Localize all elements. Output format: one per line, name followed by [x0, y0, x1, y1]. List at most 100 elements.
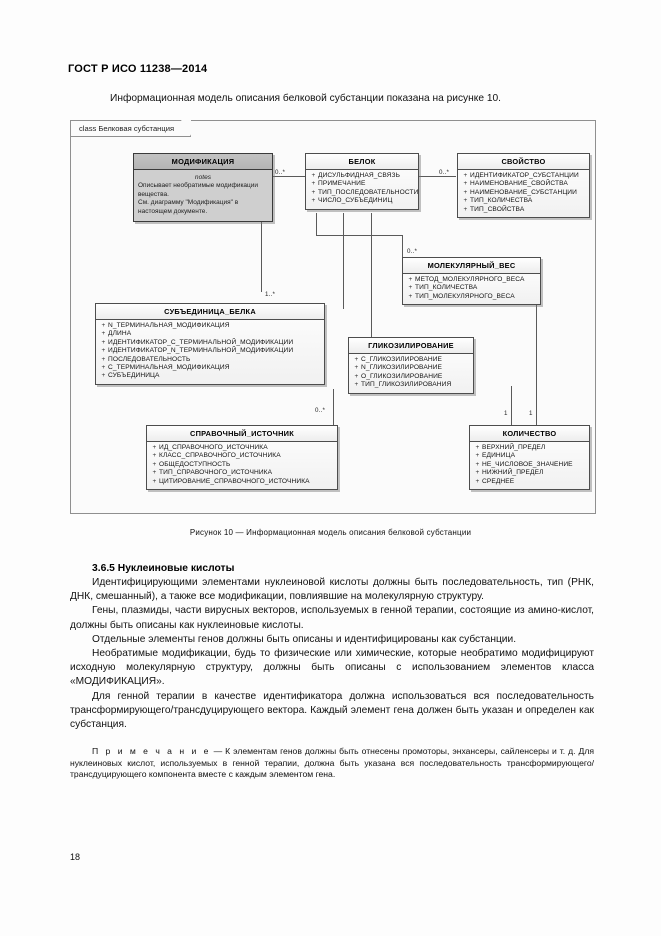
uml-class-attributes: +МЕТОД_МОЛЕКУЛЯРНОГО_ВЕСА +ТИП_КОЛИЧЕСТВ… [403, 274, 540, 305]
intro-paragraph: Информационная модель описания белковой … [110, 93, 501, 104]
attribute-label: ТИП_ПОСЛЕДОВАТЕЛЬНОСТИ [318, 188, 419, 196]
uml-attribute: +МЕТОД_МОЛЕКУЛЯРНОГО_ВЕСА [406, 276, 538, 284]
attribute-label: N_ТЕРМИНАЛЬНАЯ_МОДИФИКАЦИЯ [108, 322, 230, 329]
visibility-marker: + [354, 381, 359, 389]
attribute-label: НАИМЕНОВАНИЕ_СВОЙСТВА [470, 180, 568, 188]
multiplicity-protein-subunit: 1..* [265, 291, 276, 298]
uml-attribute: +ТИП_ГЛИКОЗИЛИРОВАНИЯ [352, 381, 471, 389]
uml-attribute: +ДЛИНА [99, 330, 322, 338]
uml-class-glycosylation[interactable]: ГЛИКОЗИЛИРОВАНИЕ +С_ГЛИКОЗИЛИРОВАНИЕ +N_… [348, 337, 474, 394]
attribute-label: ЦИТИРОВАНИЕ_СПРАВОЧНОГО_ИСТОЧНИКА [159, 477, 310, 485]
connector-molweight-quantity [536, 293, 537, 425]
visibility-marker: + [354, 356, 359, 363]
uml-attribute: +СРЕДНЕЕ [473, 478, 587, 486]
visibility-marker: + [101, 338, 106, 346]
uml-attribute: +С_ТЕРМИНАЛЬНАЯ_МОДИФИКАЦИЯ [99, 364, 322, 372]
attribute-label: СРЕДНЕЕ [482, 477, 515, 485]
uml-class-modification[interactable]: ⌐ МОДИФИКАЦИЯ notes Описывает необратимы… [133, 153, 273, 223]
multiplicity-protein-molweight: 0..* [407, 248, 418, 255]
visibility-marker: + [152, 469, 157, 477]
uml-class-property[interactable]: СВОЙСТВО +ИДЕНТИФИКАТОР_СУБСТАНЦИИ +НАИМ… [457, 153, 590, 219]
attribute-label: ЧИСЛО_СУБЪЕДИНИЦ [318, 197, 393, 205]
attribute-label: ПРИМЕЧАНИЕ [318, 180, 366, 188]
note-line: Описывает необратимые модификации [138, 182, 259, 189]
visibility-marker: + [463, 180, 468, 188]
attribute-label: НЕ_ЧИСЛОВОЕ_ЗНАЧЕНИЕ [482, 460, 573, 468]
attribute-label: О_ГЛИКОЗИЛИРОВАНИЕ [361, 372, 443, 380]
visibility-marker: + [101, 372, 106, 380]
visibility-marker: + [475, 469, 480, 477]
connector-protein-molweight-h [316, 235, 402, 236]
visibility-marker: + [152, 444, 157, 451]
attribute-label: ТИП_СПРАВОЧНОГО_ИСТОЧНИКА [159, 469, 273, 477]
connector-protein-stem-left [316, 213, 317, 235]
attribute-label: ИДЕНТИФИКАТОР_N_ТЕРМИНАЛЬНОЙ_МОДИФИКАЦИИ [108, 347, 294, 355]
visibility-marker: + [354, 364, 359, 372]
uml-attribute: +ТИП_КОЛИЧЕСТВА [461, 197, 587, 205]
multiplicity-molweight-quantity: 1 [529, 410, 533, 417]
visibility-marker: + [101, 322, 106, 329]
uml-attribute: +НАИМЕНОВАНИЕ_СВОЙСТВА [461, 180, 587, 188]
multiplicity-protein-property: 0..* [439, 169, 450, 176]
uml-attribute: +N_ТЕРМИНАЛЬНАЯ_МОДИФИКАЦИЯ [99, 322, 322, 330]
uml-attribute: +НИЖНИЙ_ПРЕДЕЛ [473, 469, 587, 477]
visibility-marker: + [152, 452, 157, 460]
attribute-label: ИД_СПРАВОЧНОГО_ИСТОЧНИКА [159, 444, 268, 451]
uml-class-protein[interactable]: БЕЛОК +ДИСУЛЬФИДНАЯ_СВЯЗЬ +ПРИМЕЧАНИЕ +Т… [305, 153, 419, 210]
visibility-marker: + [463, 188, 468, 196]
uml-attribute: +ИД_СПРАВОЧНОГО_ИСТОЧНИКА [150, 444, 335, 452]
connector-subunit-reference [333, 389, 334, 425]
connector-protein-stem-right [371, 213, 372, 275]
uml-class-attributes: +С_ГЛИКОЗИЛИРОВАНИЕ +N_ГЛИКОЗИЛИРОВАНИЕ … [349, 354, 473, 393]
attribute-label: ТИП_СВОЙСТВА [470, 205, 525, 213]
uml-class-title: КОЛИЧЕСТВО [470, 426, 589, 442]
paragraph: Отдельные элементы генов должны быть опи… [92, 633, 517, 645]
uml-class-reference-source[interactable]: СПРАВОЧНЫЙ_ИСТОЧНИК +ИД_СПРАВОЧНОГО_ИСТО… [146, 425, 338, 491]
notes-label: notes [194, 174, 212, 181]
uml-class-title: ГЛИКОЗИЛИРОВАНИЕ [349, 338, 473, 354]
attribute-label: ОБЩЕДОСТУПНОСТЬ [159, 460, 231, 468]
uml-class-attributes: +N_ТЕРМИНАЛЬНАЯ_МОДИФИКАЦИЯ +ДЛИНА +ИДЕН… [96, 320, 324, 384]
visibility-marker: + [354, 372, 359, 380]
connector-protein-glyco [371, 275, 372, 337]
visibility-marker: + [101, 347, 106, 355]
uml-class-quantity[interactable]: КОЛИЧЕСТВО +ВЕРХНИЙ_ПРЕДЕЛ +ЕДИНИЦА +НЕ_… [469, 425, 590, 491]
uml-class-attributes: +ИДЕНТИФИКАТОР_СУБСТАНЦИИ +НАИМЕНОВАНИЕ_… [458, 170, 589, 218]
attribute-label: С_ГЛИКОЗИЛИРОВАНИЕ [361, 356, 443, 363]
connector-protein-molweight-v [402, 235, 403, 257]
visibility-marker: + [101, 355, 106, 363]
uml-class-title: СВОЙСТВО [458, 154, 589, 170]
uml-diagram-frame: class Белковая субстанция ⌐ МОДИФИКАЦИЯ [70, 120, 596, 514]
figure-caption: Рисунок 10 — Информационная модель описа… [189, 528, 472, 537]
visibility-marker: + [152, 460, 157, 468]
uml-attribute: +С_ГЛИКОЗИЛИРОВАНИЕ [352, 356, 471, 364]
section-heading: 3.6.5 Нуклеиновые кислоты [92, 563, 235, 574]
connector-protein-stem-mid [343, 213, 344, 309]
uml-attribute: +ЦИТИРОВАНИЕ_СПРАВОЧНОГО_ИСТОЧНИКА [150, 478, 335, 486]
uml-class-protein-subunit[interactable]: СУБЪЕДИНИЦА_БЕЛКА +N_ТЕРМИНАЛЬНАЯ_МОДИФИ… [95, 303, 325, 385]
uml-attribute: +ДИСУЛЬФИДНАЯ_СВЯЗЬ [309, 172, 416, 180]
attribute-label: ЕДИНИЦА [482, 452, 516, 460]
uml-attribute: +ПРИМЕЧАНИЕ [309, 180, 416, 188]
uml-class-molecular-weight[interactable]: МОЛЕКУЛЯРНЫЙ_ВЕС +МЕТОД_МОЛЕКУЛЯРНОГО_ВЕ… [402, 257, 541, 306]
attribute-label: ТИП_КОЛИЧЕСТВА [415, 284, 478, 292]
uml-attribute: +ТИП_КОЛИЧЕСТВА [406, 284, 538, 292]
note-label: П р и м е ч а н и е [92, 746, 211, 757]
multiplicity-glyco-quantity: 1 [504, 410, 508, 417]
connector-glyco-quantity [511, 386, 512, 425]
multiplicity-modification-protein: 0..* [275, 169, 286, 176]
uml-attribute: +ВЕРХНИЙ_ПРЕДЕЛ [473, 444, 587, 452]
uml-attribute: +ТИП_СВОЙСТВА [461, 206, 587, 214]
attribute-label: НИЖНИЙ_ПРЕДЕЛ [482, 469, 544, 477]
visibility-marker: + [408, 284, 413, 292]
visibility-marker: + [408, 276, 413, 283]
connector-modification-down [261, 214, 262, 292]
attribute-label: N_ГЛИКОЗИЛИРОВАНИЕ [361, 364, 443, 372]
visibility-marker: + [152, 477, 157, 485]
connector-protein-property [386, 176, 456, 177]
uml-class-notes: notes Описывает необратимые модификации … [134, 170, 272, 222]
uml-attribute: +ОБЩЕДОСТУПНОСТЬ [150, 461, 335, 469]
uml-attribute: +ПОСЛЕДОВАТЕЛЬНОСТЬ [99, 356, 322, 364]
visibility-marker: + [475, 452, 480, 460]
attribute-label: С_ТЕРМИНАЛЬНАЯ_МОДИФИКАЦИЯ [108, 364, 230, 372]
